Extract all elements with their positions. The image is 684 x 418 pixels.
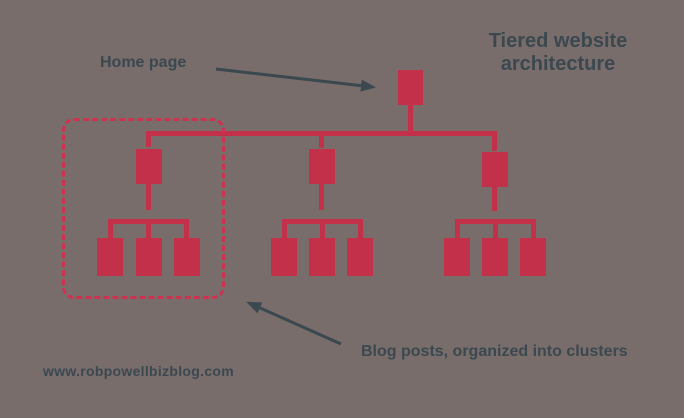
leaf-node (347, 238, 373, 276)
cluster-line-right (455, 219, 536, 224)
leaf-node (97, 238, 123, 276)
leaf-drop (358, 223, 363, 238)
leaf-drop (108, 223, 113, 238)
home-page-arrow (215, 67, 376, 92)
tier2-node-right (482, 152, 508, 187)
watermark-url: www.robpowellbizblog.com (43, 363, 235, 379)
leaf-drop (282, 223, 287, 238)
diagram-title-line1: Tiered website (488, 30, 628, 52)
leaf-node (520, 238, 546, 276)
tier2-drop-right (492, 131, 497, 151)
leaf-drop (320, 223, 325, 238)
leaf-node (271, 238, 297, 276)
leaf-drop (493, 223, 498, 238)
leaf-drop (184, 223, 189, 238)
leaf-node (136, 238, 162, 276)
tier2-stub-middle (319, 184, 324, 210)
home-page-node (398, 70, 423, 105)
tier2-node-middle (309, 149, 335, 184)
leaf-node (174, 238, 200, 276)
leaf-drop (531, 223, 536, 238)
tier2-drop-left (146, 131, 151, 147)
tier2-node-left (136, 149, 162, 184)
leaf-node (444, 238, 470, 276)
leaf-drop (455, 223, 460, 238)
home-page-label: Home page (100, 54, 187, 71)
tier2-stub-right (492, 187, 497, 211)
cluster-line-left (108, 219, 189, 224)
diagram-title-line2: architecture (500, 53, 616, 75)
diagram-title: Tiered website architecture (468, 30, 648, 76)
cluster-highlight-outline (62, 118, 225, 299)
leaf-drop (146, 223, 151, 238)
home-page-connector-line (408, 104, 413, 132)
blog-posts-label: Blog posts, organized into clusters (361, 343, 628, 360)
tier2-stub-left (146, 184, 151, 210)
blog-cluster-arrow (246, 301, 342, 346)
tier2-drop-middle (319, 131, 324, 148)
cluster-line-middle (282, 219, 363, 224)
leaf-node (309, 238, 335, 276)
leaf-node (482, 238, 508, 276)
